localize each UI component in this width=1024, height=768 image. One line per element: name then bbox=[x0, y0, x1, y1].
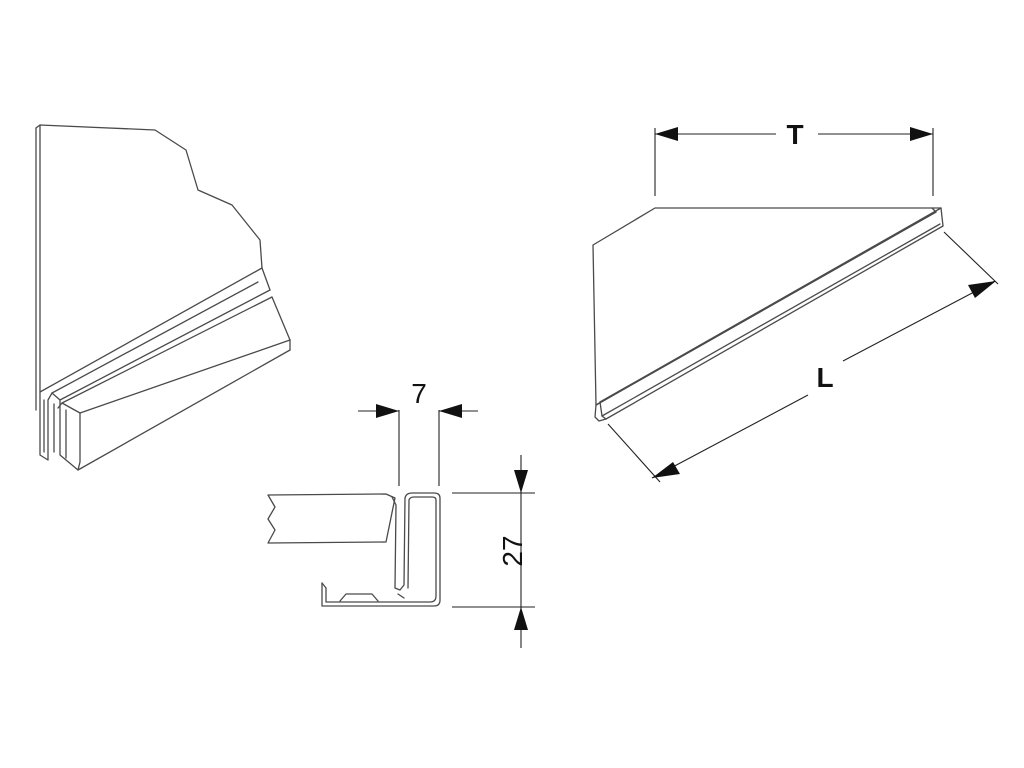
T-arrow-left bbox=[655, 127, 678, 141]
length-dimension-L: L bbox=[607, 231, 999, 483]
edge-profile-strip bbox=[39, 267, 291, 471]
T-label: T bbox=[786, 119, 803, 150]
T-arrow-right bbox=[910, 127, 933, 141]
shelf-edge-profile bbox=[594, 207, 944, 422]
cross-section-view: 7 27 bbox=[267, 378, 535, 648]
L-arrow-upper bbox=[968, 281, 996, 298]
panel-section bbox=[267, 493, 396, 544]
height-arrow-top bbox=[514, 470, 528, 493]
shelf-view: T L bbox=[592, 119, 999, 483]
shelf-glass bbox=[592, 207, 937, 406]
height-arrow-bottom bbox=[514, 607, 528, 630]
panel-outline bbox=[35, 124, 263, 269]
profile-section bbox=[321, 492, 441, 607]
depth-dimension-T: T bbox=[654, 119, 934, 196]
height-label: 27 bbox=[497, 535, 528, 566]
perspective-detail-view bbox=[35, 124, 291, 471]
L-arrow-lower bbox=[652, 462, 680, 478]
width-arrow-right bbox=[439, 404, 462, 418]
width-arrow-left bbox=[376, 404, 399, 418]
height-dimension: 27 bbox=[452, 455, 535, 648]
width-label: 7 bbox=[411, 378, 427, 409]
L-label: L bbox=[816, 362, 833, 393]
width-dimension: 7 bbox=[358, 378, 478, 486]
